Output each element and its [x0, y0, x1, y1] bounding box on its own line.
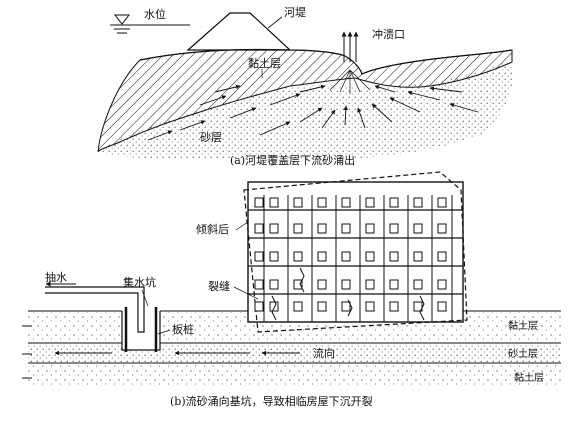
bottom-clay-layer-label: 黏土层	[514, 371, 544, 384]
building-cracks	[271, 267, 425, 321]
sandy-soil-layer-label: 砂土层	[508, 347, 538, 360]
panel-b: 抽水 集水坑 板桩 流向	[22, 171, 561, 408]
clay-layer-label-b: 黏土层	[508, 319, 538, 332]
levee	[186, 12, 292, 51]
flow-label: 流向	[313, 346, 335, 360]
water-level-symbol	[110, 14, 190, 34]
water-level-label: 水位	[144, 7, 166, 21]
caption-a: (a)河堤覆盖层下流砂涌出	[230, 153, 355, 167]
building-windows	[254, 197, 447, 312]
ground-surface-a	[139, 48, 513, 75]
sump-pit	[121, 307, 161, 352]
pumping-label: 抽水	[45, 270, 67, 284]
bottom-clay-texture	[28, 364, 561, 386]
sand-layer-label-a: 砂层	[200, 131, 222, 144]
clay-layer-label-a: 黏土层	[248, 56, 281, 70]
tilted-label: 倾斜后	[196, 223, 229, 236]
building	[243, 171, 468, 333]
sand-fan	[329, 69, 371, 94]
levee-label: 河堤	[284, 6, 306, 19]
caption-b: (b)流砂涌向基坑，导致相临房屋下沉开裂	[170, 394, 373, 408]
sump-label: 集水坑	[123, 275, 156, 289]
sheet-pile-label: 板桩	[172, 322, 194, 336]
breach-flow-arrows	[341, 31, 359, 62]
building-original	[247, 181, 464, 323]
pump-pipe	[45, 286, 145, 333]
breach-label: 冲溃口	[372, 27, 405, 41]
cracks-label: 裂缝	[208, 279, 230, 293]
sand-layer	[98, 60, 513, 159]
seepage-arrows	[147, 84, 479, 141]
panel-a: 水位 河堤 冲溃口	[97, 6, 513, 167]
